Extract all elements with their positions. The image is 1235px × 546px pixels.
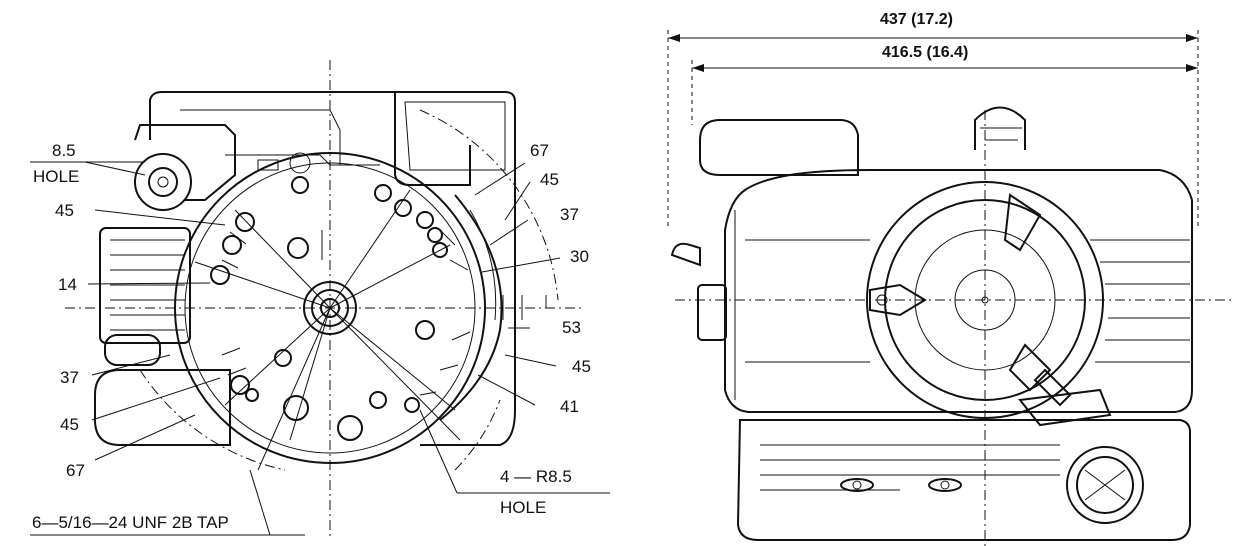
angle-14-label: 14 xyxy=(58,275,77,294)
starter-grip-bracket xyxy=(1018,388,1112,427)
sump-cover xyxy=(736,419,1191,541)
carburetor-assembly xyxy=(134,109,380,211)
angle-arc-bottom-right xyxy=(454,399,501,471)
engine-shroud xyxy=(724,169,1193,413)
upper-right-box xyxy=(394,92,471,186)
angle-53-label: 53 xyxy=(562,318,581,337)
angle-45-top-left-label: 45 xyxy=(55,201,74,220)
hole-diameter-label: 8.5 xyxy=(52,141,76,160)
sump-bolts xyxy=(840,478,962,492)
base-plate xyxy=(94,369,231,446)
angle-45-right-label: 45 xyxy=(572,357,591,376)
sump-fins xyxy=(760,444,1060,491)
overall-width-label: 437 (17.2) xyxy=(880,11,953,28)
crankshaft-hub xyxy=(303,230,357,335)
angle-45-bottom-left-label: 45 xyxy=(60,415,79,434)
angle-67-bottom-left-label: 67 xyxy=(66,461,85,480)
upper-right-box-inner xyxy=(404,101,506,171)
oil-fill-plug xyxy=(1066,446,1144,524)
cylinder-fins xyxy=(99,227,191,366)
radius-note-label: 4 — R8.5 xyxy=(500,467,572,486)
angle-arc-bottom-left xyxy=(139,369,286,471)
radial-construction-lines xyxy=(194,189,461,471)
angle-41-label: 41 xyxy=(560,397,579,416)
angle-37-left-label: 37 xyxy=(60,368,79,387)
engine-housing-outline xyxy=(149,91,516,446)
overall-width-dimension xyxy=(667,30,1199,230)
angle-37-right-label: 37 xyxy=(560,205,579,224)
fan-vents xyxy=(221,229,471,396)
left-end-view: 8.5 HOLE 45 14 37 45 67 6—5/16—24 UNF 2B… xyxy=(30,60,610,540)
blower-housing-inner xyxy=(184,162,476,454)
leader-lines-left xyxy=(30,161,305,536)
inner-width-dimension xyxy=(691,60,1198,125)
radius-hole-word-label: HOLE xyxy=(500,498,546,517)
angle-45-top-right-label: 45 xyxy=(540,170,559,189)
fan-shroud-right xyxy=(439,194,503,421)
leader-lines-right xyxy=(419,162,610,494)
dimension-arrows-right xyxy=(484,295,547,320)
tap-note-label: 6—5/16—24 UNF 2B TAP xyxy=(32,513,229,532)
left-lever xyxy=(670,242,701,267)
recoil-starter xyxy=(866,181,1104,419)
right-front-view: 437 (17.2) 416.5 (16.4) xyxy=(667,11,1235,546)
left-fitting xyxy=(697,284,727,341)
shroud-ribs xyxy=(745,239,1190,363)
angle-arc-right xyxy=(419,109,559,301)
fuel-tank xyxy=(699,119,859,176)
hole-word-label: HOLE xyxy=(33,167,79,186)
angle-67-top-right-label: 67 xyxy=(530,141,549,160)
starter-grip xyxy=(1033,368,1072,407)
angle-30-label: 30 xyxy=(570,247,589,266)
fuel-cap xyxy=(974,106,1026,150)
inner-width-label: 416.5 (16.4) xyxy=(882,44,968,61)
